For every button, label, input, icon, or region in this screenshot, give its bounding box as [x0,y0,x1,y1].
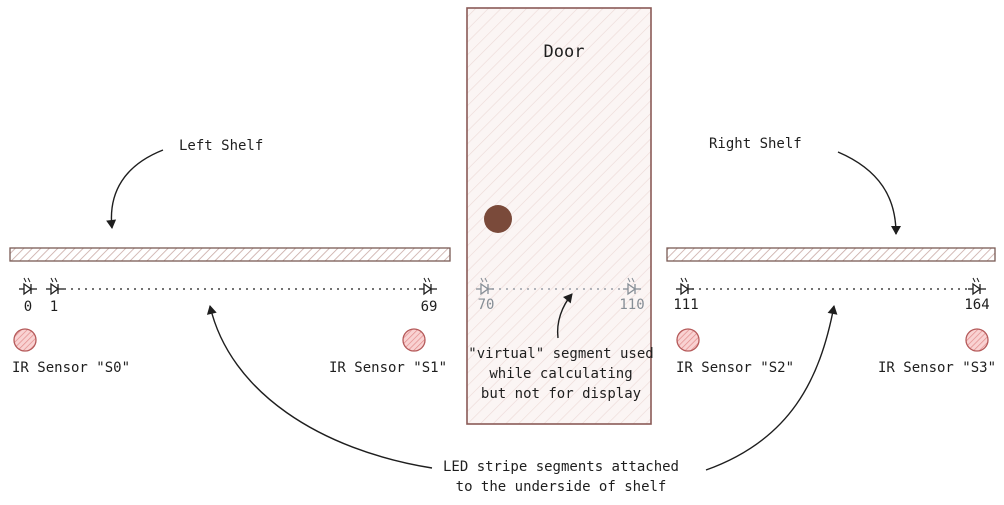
right-shelf [666,247,996,262]
led-index-69: 69 [421,299,438,315]
left-shelf-label: Left Shelf [179,138,263,154]
ir-sensor-icon [13,328,37,352]
right-shelf-arrow [837,151,901,235]
led-index-110: 110 [619,297,644,313]
ir-sensor-icon [402,328,426,352]
led-index-111: 111 [673,297,698,313]
sensor-label-s0: IR Sensor "S0" [12,360,130,376]
left-shelf-arrow [106,149,164,229]
led-diode-icon [967,277,987,295]
led-index-164: 164 [964,297,989,313]
virtual-note-line-1: "virtual" segment used [468,346,653,362]
sensor-label-s1: IR Sensor "S1" [329,360,447,376]
led-diode-icon [18,277,38,295]
stripe-note-line-2: to the underside of shelf [456,479,667,495]
virtual-note-line-2: while calculating [489,366,632,382]
right-shelf-label: Right Shelf [709,136,802,152]
led-diode-icon [418,277,438,295]
ir-sensor-icon [965,328,989,352]
virtual-segment-arrow [556,293,573,339]
sensor-label-s2: IR Sensor "S2" [676,360,794,376]
left-shelf [9,247,451,262]
sensor-label-s3: IR Sensor "S3" [878,360,996,376]
led-diode-icon [675,277,695,295]
virtual-note-line-3: but not for display [481,386,641,402]
ir-sensor-icon [676,328,700,352]
door-label: Door [544,42,585,62]
door-knob-icon [484,205,512,233]
led-diode-icon [45,277,65,295]
door: Door [466,7,652,425]
stripe-note-line-1: LED stripe segments attached [443,459,679,475]
left-stripe-arrow [206,305,433,469]
led-index-70: 70 [478,297,495,313]
led-index-0: 0 [24,299,32,315]
led-index-1: 1 [50,299,58,315]
right-stripe-arrow [705,305,838,471]
